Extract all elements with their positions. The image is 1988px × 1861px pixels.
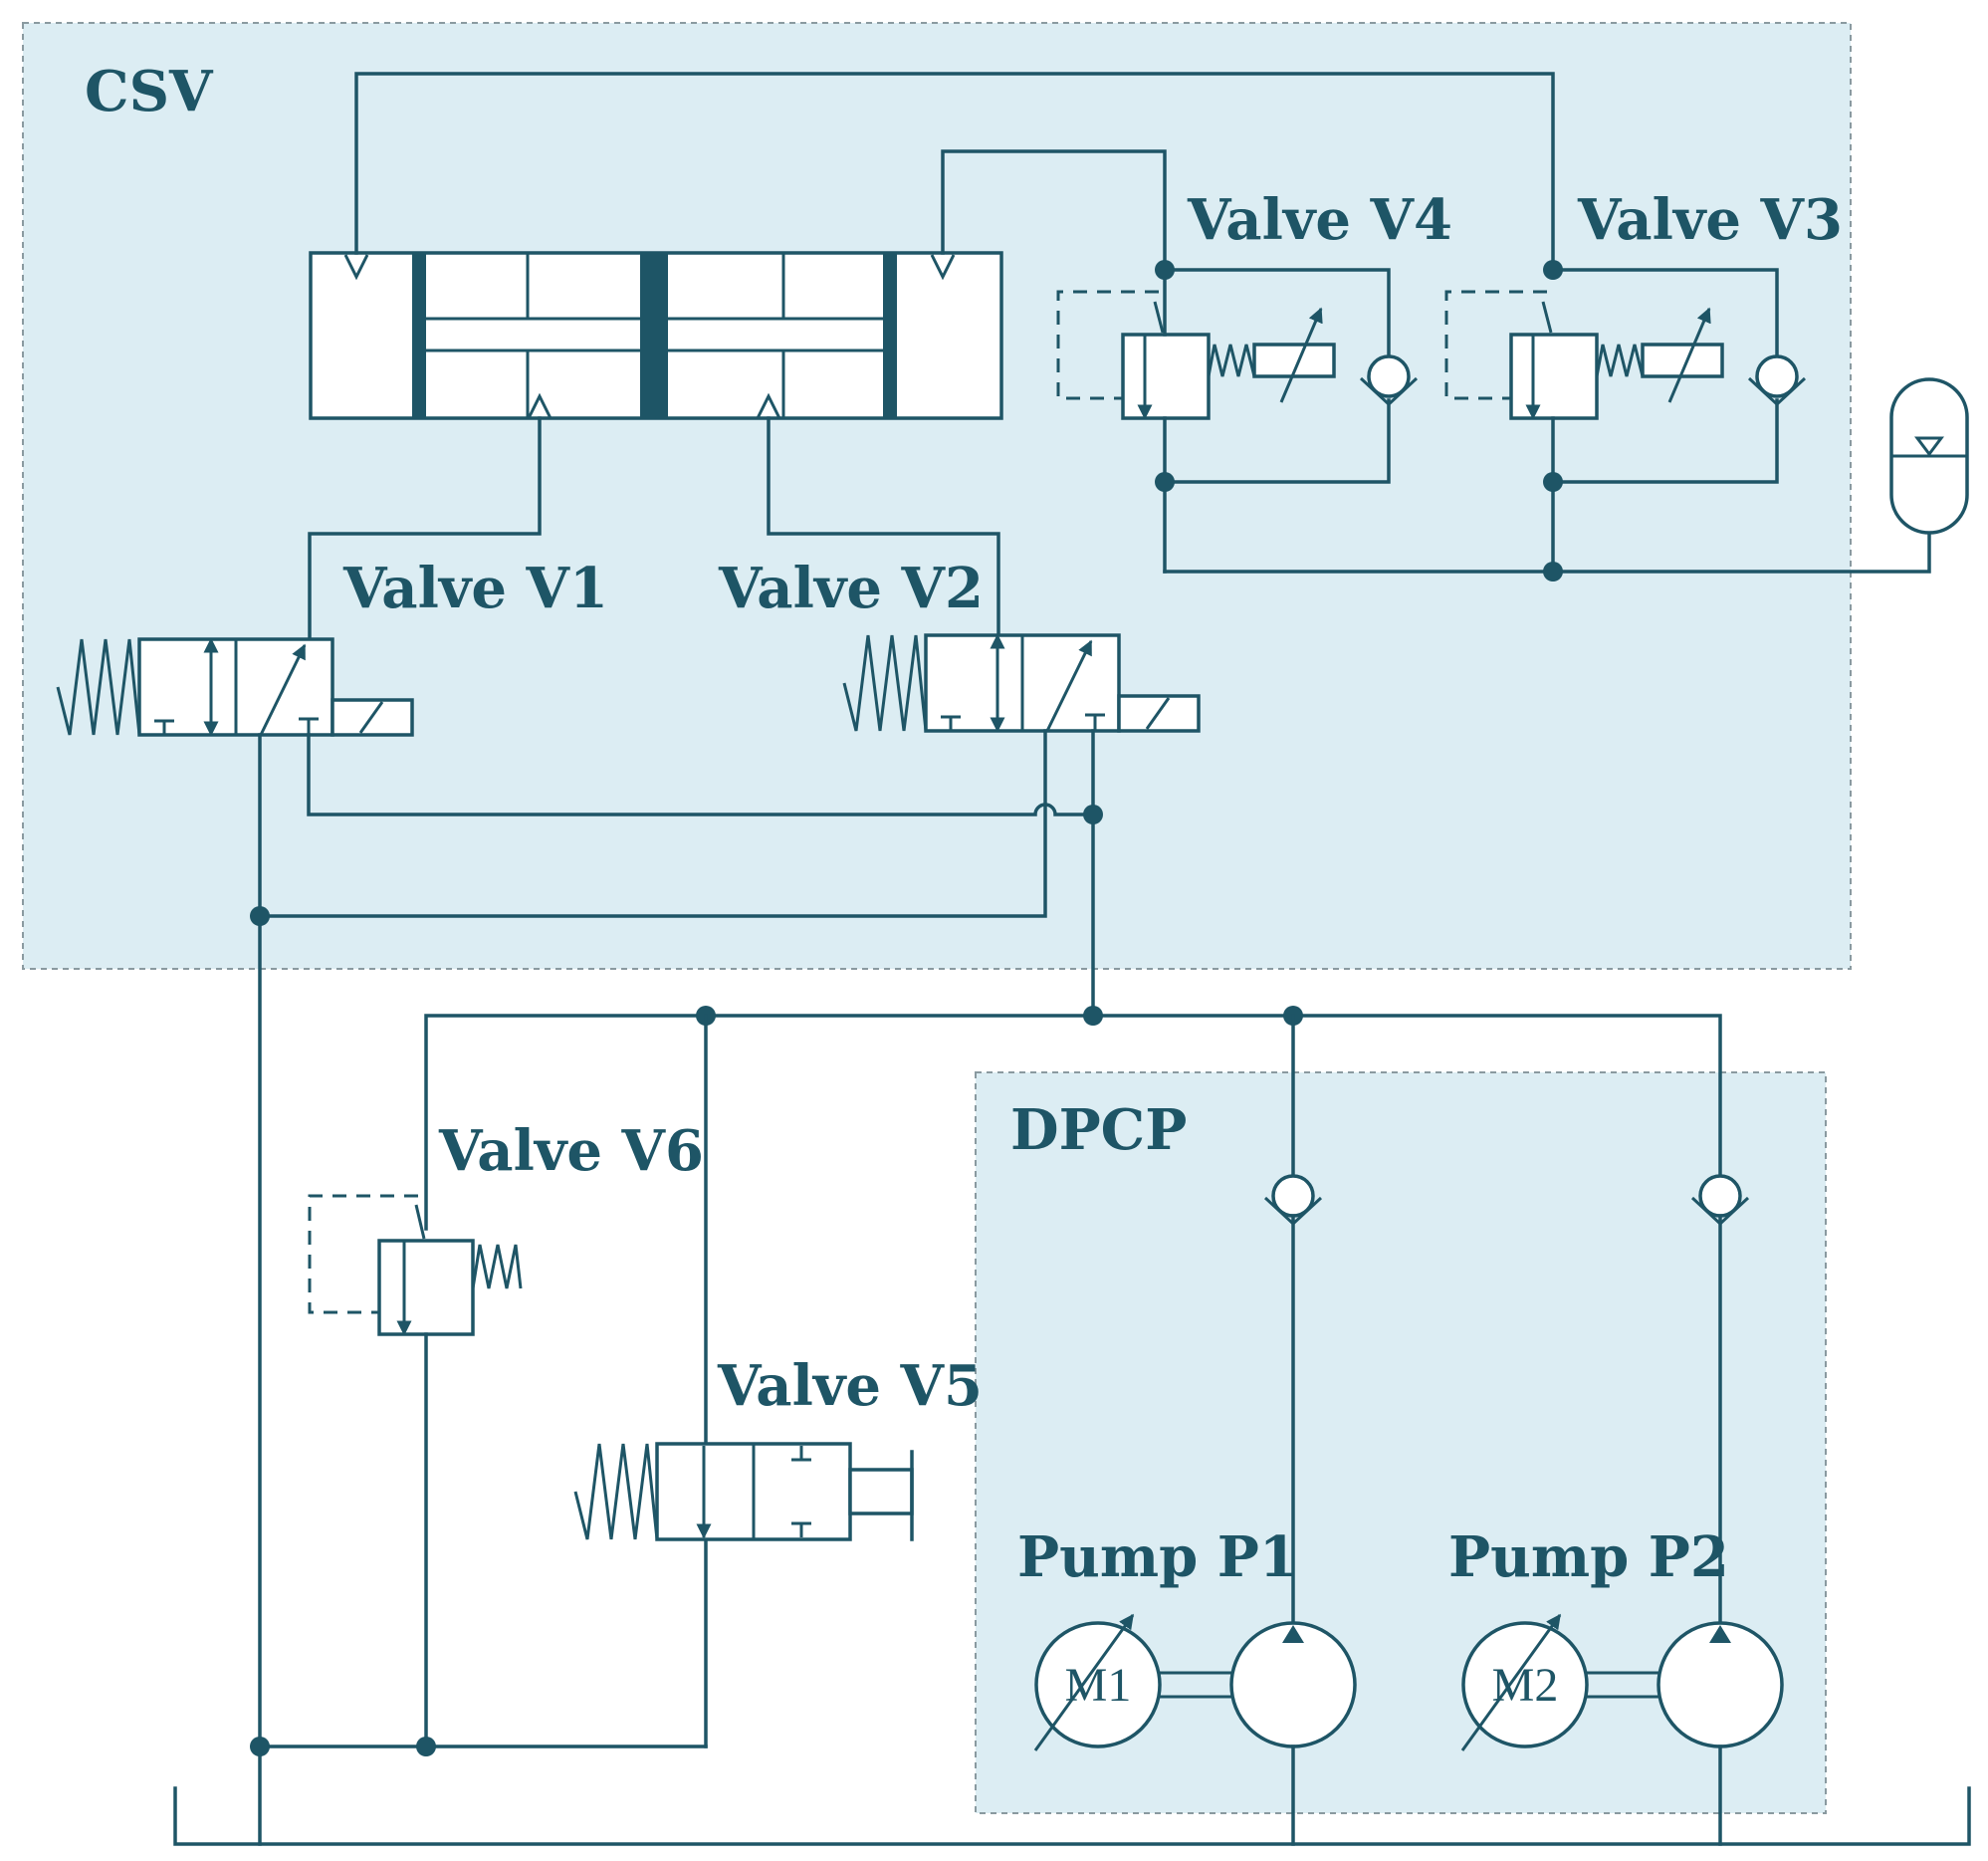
tank-symbol (173, 1786, 1971, 1846)
valve-v3-symbol (1444, 260, 1807, 574)
valve-v2-label: Valve V2 (718, 556, 984, 621)
motor-m2-label: M2 (1492, 1659, 1559, 1712)
csv-label: CSV (85, 59, 214, 124)
pump-p2-symbol (1460, 1174, 1784, 1846)
valve-v4-symbol (1056, 260, 1419, 574)
valve-v6-label: Valve V6 (438, 1118, 704, 1184)
pump-p1-label: Pump P1 (1017, 1524, 1298, 1590)
valve-v5-label: Valve V5 (717, 1353, 983, 1419)
pump-p2-label: Pump P2 (1448, 1524, 1729, 1590)
valve-v1-symbol (56, 416, 542, 737)
dpcp-label: DPCP (1010, 1097, 1187, 1163)
motor-m1-label: M1 (1065, 1659, 1132, 1712)
main-directional-valve (309, 251, 1003, 420)
valve-v4-label: Valve V4 (1187, 187, 1452, 253)
valve-v5-symbol (573, 1442, 914, 1541)
valve-v6-symbol (308, 1194, 523, 1748)
csv-region (22, 22, 1852, 970)
valve-v3-label: Valve V3 (1577, 187, 1843, 253)
valve-v1-label: Valve V1 (342, 556, 608, 621)
pump-p1-symbol (1033, 1174, 1357, 1846)
valve-v2-symbol (767, 416, 1201, 733)
accumulator-symbol (1889, 377, 1969, 535)
